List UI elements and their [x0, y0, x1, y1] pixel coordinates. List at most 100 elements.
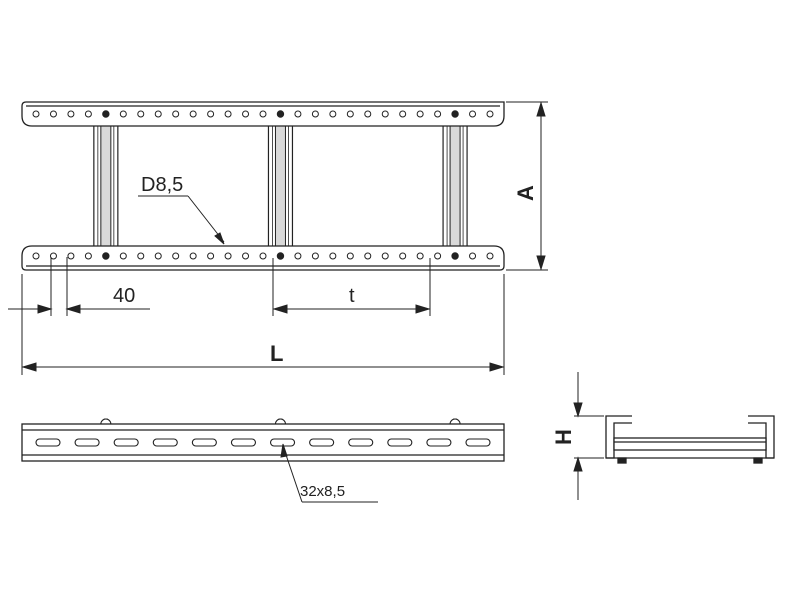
lower-rail-hole: [294, 252, 302, 260]
arrow-40-left: [37, 304, 53, 314]
hole-diameter-label: D8,5: [141, 174, 183, 196]
upper-rail-hole: [154, 110, 162, 118]
upper-rail-hole: [294, 110, 302, 118]
upper-rail-hole: [32, 110, 40, 118]
upper-rail-hole: [119, 110, 127, 118]
upper-rail-hole: [311, 110, 319, 118]
upper-rail-hole: [434, 110, 442, 118]
upper-rail-hole: [486, 110, 494, 118]
side-view-bolts: [100, 418, 461, 425]
upper-rail-hole: [102, 110, 110, 118]
hole-pitch-label: 40: [113, 285, 135, 307]
upper-rail-hole: [242, 110, 250, 118]
upper-rail-hole: [346, 110, 354, 118]
end-view-right-channel: [748, 415, 775, 459]
upper-rail-hole: [364, 110, 372, 118]
lower-rail-hole: [172, 252, 180, 260]
lower-rail-hole: [49, 252, 57, 260]
arrow-H-top: [573, 402, 583, 418]
lower-rail-hole: [276, 252, 285, 260]
slot-size-label: 32x8,5: [300, 483, 345, 500]
slot: [348, 438, 374, 447]
dimension-40: [8, 257, 150, 316]
side-rail-slots: [35, 438, 491, 447]
lower-rail-hole: [434, 252, 442, 260]
lower-rail-hole: [32, 252, 40, 260]
slot: [35, 438, 61, 447]
upper-rail-hole: [469, 110, 477, 118]
lower-rail-hole: [154, 252, 162, 260]
slot-callout-arrowhead: [280, 443, 288, 458]
slot: [74, 438, 100, 447]
side-bolt-head: [274, 418, 287, 425]
hole-diameter-callout: [138, 195, 225, 245]
end-view-rung: [613, 437, 767, 451]
side-bolt-head: [449, 418, 461, 425]
dimension-H: [573, 372, 604, 500]
lower-rail-hole: [329, 252, 337, 260]
upper-rail-hole: [416, 110, 424, 118]
upper-rail-holes: [32, 110, 494, 118]
rungs-group: [93, 123, 468, 249]
lower-rail-hole: [224, 252, 232, 260]
slot: [152, 438, 178, 447]
arrow-A-top: [536, 101, 546, 117]
upper-rail-hole: [451, 110, 459, 118]
slot: [191, 438, 217, 447]
lower-rail-hole: [311, 252, 319, 260]
dimension-L: [21, 274, 505, 375]
upper-rail-hole: [67, 110, 75, 118]
slot-size-callout: [280, 443, 378, 503]
upper-rail-hole: [399, 110, 407, 118]
end-view-bolt-left: [617, 457, 627, 464]
length-label: L: [270, 341, 283, 366]
upper-rail-hole: [207, 110, 215, 118]
slot: [387, 438, 413, 447]
rung-web: [449, 123, 461, 249]
lower-rail-hole: [399, 252, 407, 260]
end-view: [605, 415, 775, 464]
upper-rail-hole: [276, 110, 285, 118]
arrow-t-right: [415, 304, 431, 314]
lower-rail-hole: [364, 252, 372, 260]
arrow-L-right: [489, 362, 505, 372]
side-view: [21, 418, 505, 462]
callout-arrowhead: [214, 232, 225, 245]
arrow-L-left: [21, 362, 37, 372]
slot: [309, 438, 335, 447]
upper-rail-hole: [189, 110, 197, 118]
lower-rail-hole: [469, 252, 477, 260]
arrow-H-bottom: [573, 456, 583, 472]
slot: [230, 438, 257, 447]
end-view-left-channel: [605, 415, 632, 459]
lower-rail-hole: [67, 252, 75, 260]
lower-rail-hole: [137, 252, 145, 260]
lower-rail-hole: [242, 252, 250, 260]
lower-rail-hole: [486, 252, 494, 260]
arrow-40-right: [65, 304, 81, 314]
lower-rail-hole: [189, 252, 197, 260]
lower-rail-holes: [32, 252, 494, 260]
lower-rail-hole: [346, 252, 354, 260]
width-label: A: [513, 185, 538, 201]
end-view-bolt-right: [753, 457, 763, 464]
upper-rail-hole: [137, 110, 145, 118]
upper-rail-hole: [259, 110, 267, 118]
upper-rail-hole: [172, 110, 180, 118]
lower-rail-hole: [451, 252, 459, 260]
dimension-A: [506, 101, 548, 271]
rung-web: [100, 123, 112, 249]
lower-rail-hole: [416, 252, 424, 260]
top-view: [21, 101, 505, 271]
lower-rail-hole: [102, 252, 110, 260]
slot: [113, 438, 139, 447]
upper-rail-hole: [84, 110, 92, 118]
side-bolt-head: [100, 418, 112, 425]
upper-rail-hole: [381, 110, 389, 118]
slot: [426, 438, 452, 447]
lower-rail-hole: [84, 252, 92, 260]
lower-rail-hole: [207, 252, 215, 260]
upper-rail-hole: [49, 110, 57, 118]
lower-rail-hole: [259, 252, 267, 260]
